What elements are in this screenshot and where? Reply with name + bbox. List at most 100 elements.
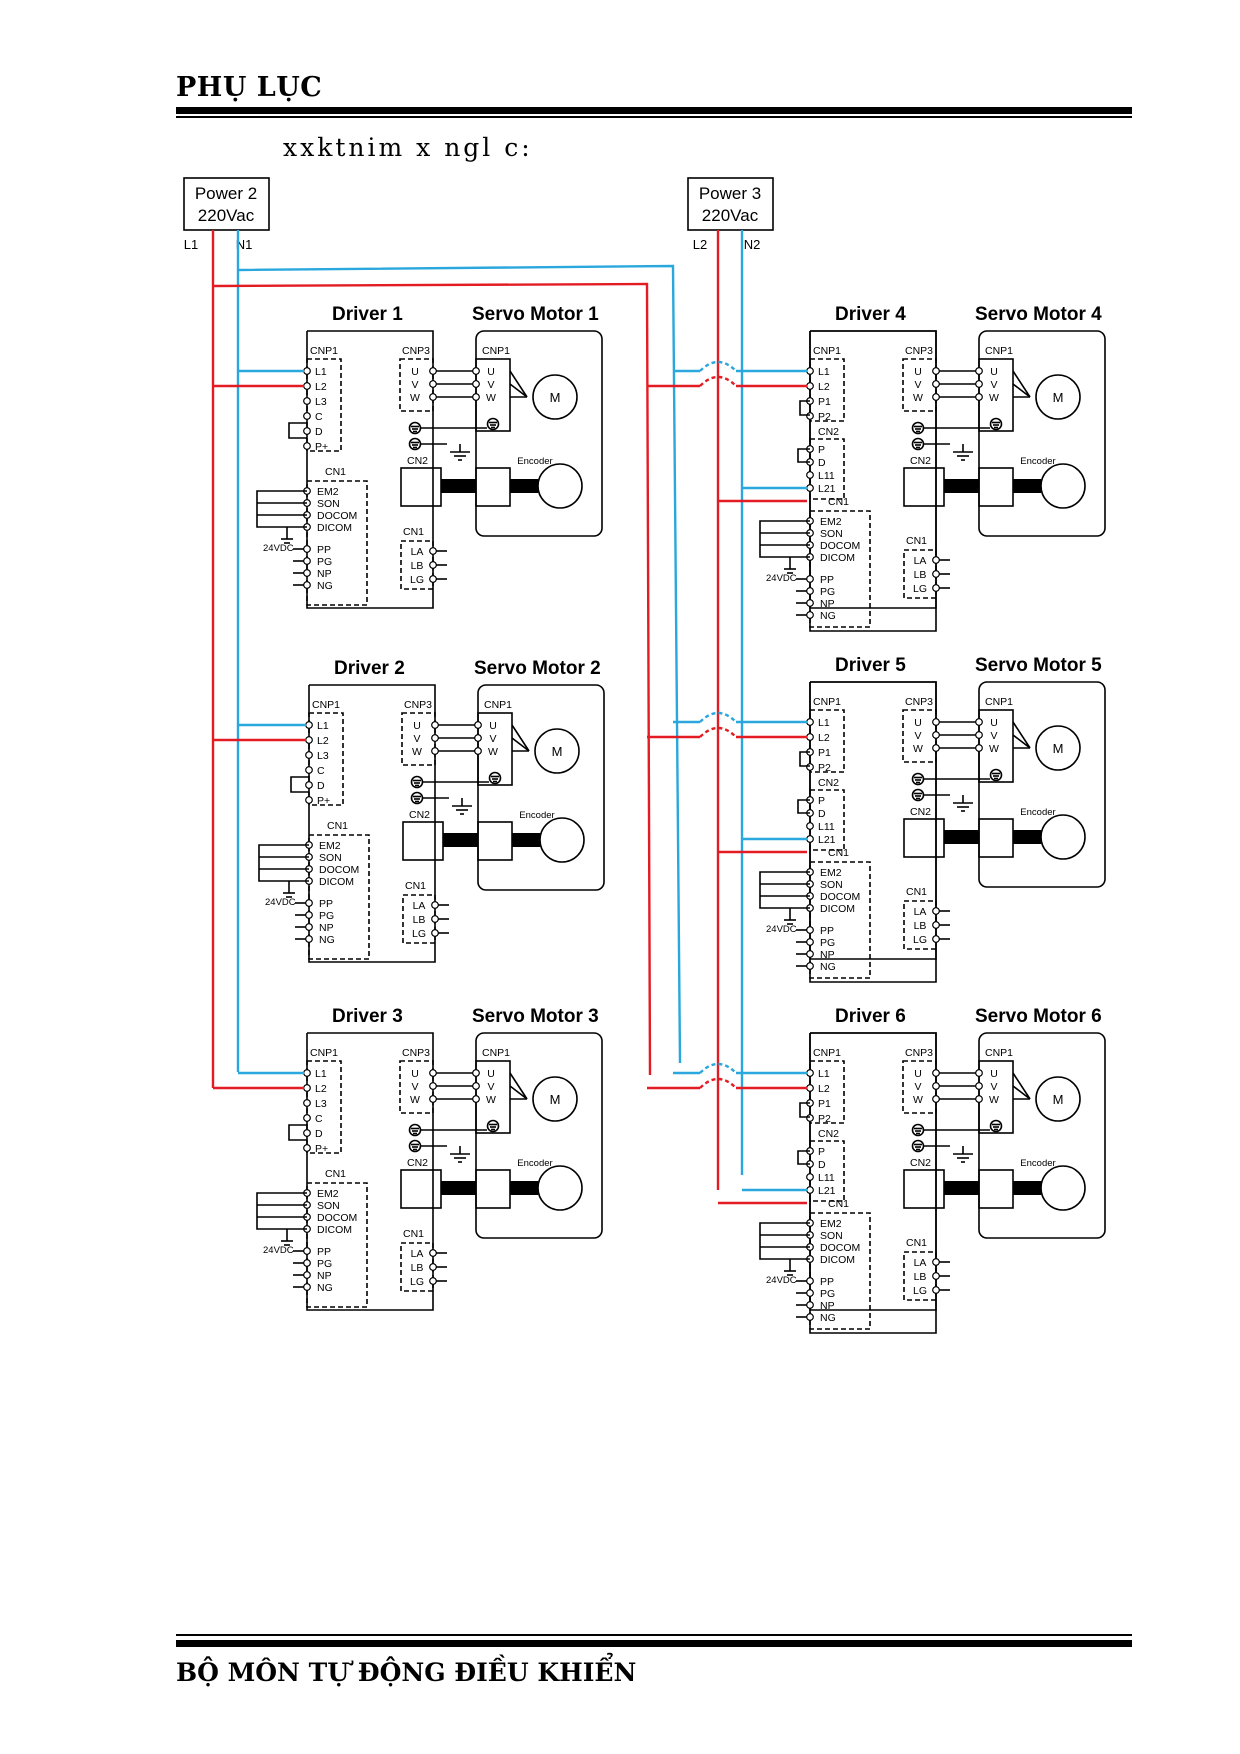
cn1-pulse-label: NP (317, 568, 332, 580)
cn1-output-label: CN1 (906, 886, 927, 898)
encoder-output-label: LG (410, 1276, 424, 1288)
terminal (932, 907, 940, 915)
terminal (932, 744, 940, 752)
cnp1-terminal-label: D (317, 780, 325, 792)
ground-symbol (488, 771, 502, 785)
cn2-connector (903, 1169, 945, 1209)
encoder-output-label: LG (410, 574, 424, 586)
terminal (431, 734, 439, 742)
motor-cnp1-label: CNP1 (482, 1047, 510, 1059)
cnp1-box (308, 712, 344, 806)
cn2-supply-box (809, 438, 845, 500)
cnp1-label: CNP1 (813, 696, 841, 708)
cn1-pulse-label: PG (820, 937, 835, 949)
motor-cnp1-label: CNP1 (985, 696, 1013, 708)
cnp3-label: CNP3 (905, 696, 933, 708)
motor-lead (1012, 1072, 1031, 1100)
ground-ring (989, 768, 1003, 782)
terminal (932, 380, 940, 388)
terminal (932, 570, 940, 578)
power-box (183, 177, 270, 231)
cn1-pulse-label: NG (820, 1312, 836, 1324)
cn1-label: CN1 (325, 1168, 346, 1180)
cn1-pulse-label: NP (317, 1270, 332, 1282)
ground-ring (911, 1139, 925, 1153)
cnp1-terminal-label: L2 (818, 732, 830, 744)
cn1-power-label: DICOM (317, 1224, 352, 1236)
encoder-shaft (1013, 1181, 1041, 1195)
motor-terminal-label: U (990, 1068, 998, 1080)
encoder-symbol (1040, 1165, 1086, 1211)
cn1-pulse-label: PG (317, 556, 332, 568)
page-header-title: PHỤ LỤC (176, 72, 323, 103)
supply-label: 24VDC (263, 1245, 294, 1256)
motor-terminal-label: U (990, 366, 998, 378)
servo-motor-title: Servo Motor 3 (472, 1006, 599, 1027)
cn1-power-label: DICOM (820, 903, 855, 915)
cnp3-terminal-label: V (413, 733, 420, 745)
motor-terminal-label: V (487, 1081, 494, 1093)
terminal (975, 744, 983, 752)
terminal (303, 1099, 311, 1107)
cn2-label: CN2 (910, 1157, 931, 1169)
cn1-pulse-label: PP (319, 898, 333, 910)
motor-terminal-label: U (487, 366, 495, 378)
terminal (806, 1114, 814, 1122)
cnp1-terminal-label: L3 (315, 396, 327, 408)
encoder-shaft (1013, 830, 1041, 844)
cn2-supply-label: CN2 (818, 777, 839, 789)
cnp3-terminal-label: V (411, 379, 418, 391)
cn1-power-label: DOCOM (820, 891, 860, 903)
terminal (806, 1277, 814, 1285)
power-voltage: 220Vac (702, 206, 759, 225)
ground-ring (408, 421, 422, 435)
cn2-supply-terminal-label: P (818, 1146, 825, 1158)
motor-cnp1-label: CNP1 (482, 345, 510, 357)
encoder-symbol (539, 817, 585, 863)
cn1-pulse-label: NG (317, 580, 333, 592)
cnp1-terminal-label: D (315, 1128, 323, 1140)
terminal (431, 721, 439, 729)
cn1-label: CN1 (828, 1198, 849, 1210)
motor-terminal-label: V (990, 730, 997, 742)
terminal (303, 1069, 311, 1077)
terminal (303, 545, 311, 553)
cn1-label: CN1 (828, 847, 849, 859)
footer-rule-thin (176, 1634, 1132, 1636)
terminal (305, 721, 313, 729)
power-box (687, 177, 774, 231)
terminal (429, 547, 437, 555)
encoder-label: Encoder (517, 1158, 552, 1169)
cn1-pulse-label: NG (820, 610, 836, 622)
terminal (305, 736, 313, 744)
cnp3-terminal-label: W (412, 746, 422, 758)
terminal (806, 763, 814, 771)
ground-symbol (486, 417, 500, 431)
ground-symbol (989, 417, 1003, 431)
motor-lead (509, 1085, 528, 1100)
diagram-caption: xxktnim x ngl c: (283, 133, 533, 162)
cn1-pulse-label: PP (820, 925, 834, 937)
terminal (429, 393, 437, 401)
terminal (429, 1069, 437, 1077)
terminal (806, 575, 814, 583)
cn1-power-label: EM2 (820, 1218, 842, 1230)
encoder-connector (477, 821, 513, 861)
jumper-cd (288, 1124, 307, 1141)
encoder-output-label: LB (914, 1271, 927, 1283)
encoder-label: Encoder (1020, 1158, 1055, 1169)
terminal (303, 397, 311, 405)
terminal (806, 835, 814, 843)
supply-label: 24VDC (766, 1275, 797, 1286)
power-neutral-label: N2 (744, 237, 761, 252)
encoder-cable (441, 1181, 476, 1195)
encoder-shaft (510, 479, 538, 493)
supply-loop (759, 520, 810, 558)
cnp1-terminal-label: L1 (818, 717, 830, 729)
cn2-connector (903, 818, 945, 858)
cn1-output-label: CN1 (403, 526, 424, 538)
